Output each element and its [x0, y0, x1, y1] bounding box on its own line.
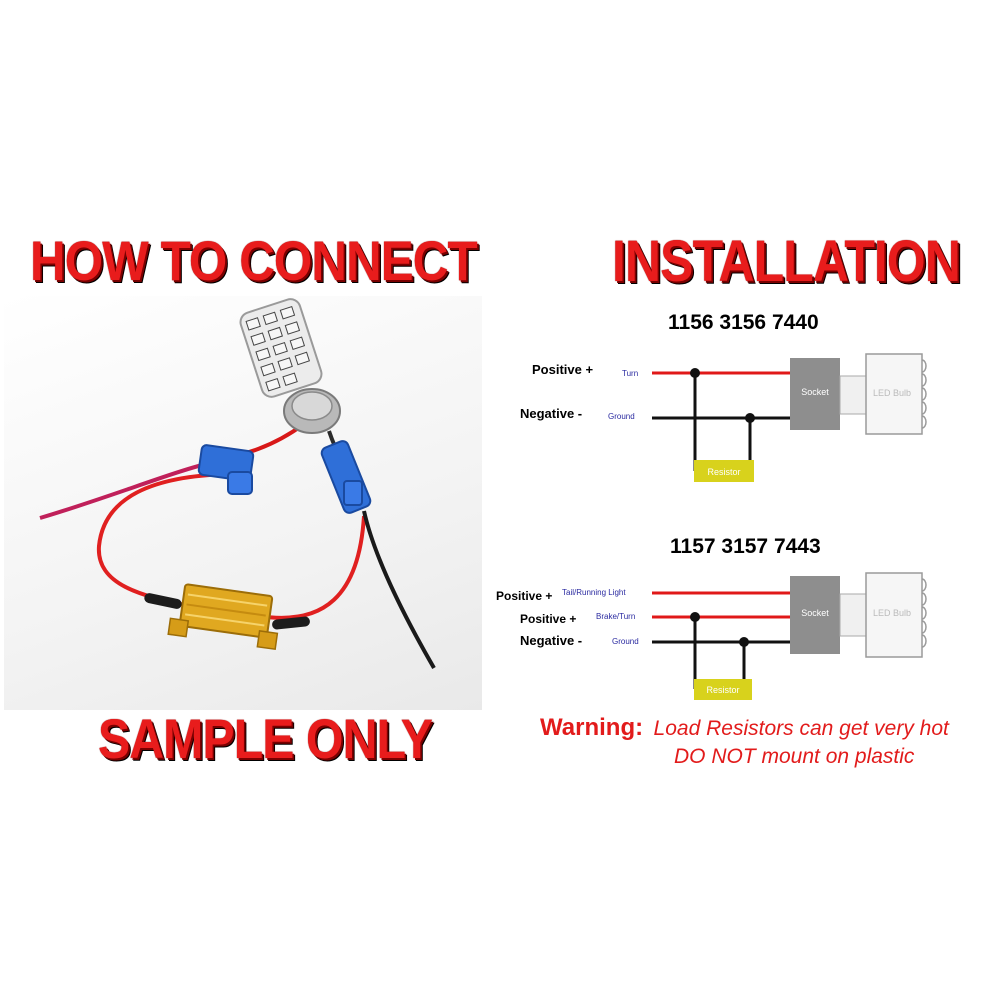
- gold-load-resistor: [167, 583, 279, 651]
- bulb-socket-ring: [291, 391, 333, 421]
- diagram1-ground-wire: Ground: [608, 412, 635, 421]
- warning-label: Warning:: [540, 714, 644, 741]
- diagram2-junction-ground: [739, 637, 749, 647]
- diagram2-models: 1157 3157 7443: [670, 535, 821, 558]
- installation-heading: INSTALLATION: [612, 229, 961, 294]
- diagram2-socket-label: Socket: [801, 608, 829, 618]
- warning-notice: Warning: Load Resistors can get very hot…: [540, 714, 949, 768]
- sample-only-heading: SAMPLE ONLY: [98, 707, 433, 770]
- diagram2-resistor-label: Resistor: [706, 685, 739, 695]
- diagram1-socket-label: Socket: [801, 387, 829, 397]
- blue-tap-connector-left: [197, 444, 255, 495]
- diagram1-socket: [790, 358, 840, 430]
- diagram2-bulb-bumps: [921, 578, 927, 648]
- heat-shrink-left: [144, 593, 182, 609]
- red-resistor-loop: [96, 472, 230, 608]
- red-resistor-return: [258, 515, 366, 620]
- diagram2-resistor-box: [694, 679, 752, 700]
- wiring-harness-illustration: [39, 298, 436, 669]
- diagram2-tail-wire: Tail/Running Light: [562, 588, 626, 597]
- diagram1-bulb-label: LED Bulb: [873, 388, 911, 398]
- diagram1-negative-label: Negative -: [520, 406, 582, 421]
- diagram1-turn-wire: Turn: [622, 369, 638, 378]
- diagram2-socket-neck: [839, 593, 867, 637]
- diagram2-led-bulb: [865, 572, 923, 658]
- product-photo: [4, 296, 482, 710]
- warning-line-1: Load Resistors can get very hot: [653, 717, 949, 740]
- how-to-connect-heading: HOW TO CONNECT: [30, 229, 478, 292]
- diagram1-led-bulb: [865, 353, 923, 435]
- wiring-diagrams: 1156 3156 7440 Positive + Negative - Tur…: [496, 311, 927, 700]
- diagram2-socket: [790, 576, 840, 654]
- installation-diagram: 1156 3156 7440 Positive + Negative - Tur…: [488, 296, 1000, 716]
- diagram1-junction-turn: [690, 368, 700, 378]
- diagram2-negative-label: Negative -: [520, 633, 582, 648]
- blue-tap-connector-right: [320, 440, 372, 514]
- diagram1-junction-ground: [745, 413, 755, 423]
- diagram2-brake-wire: Brake/Turn: [596, 612, 635, 621]
- diagram1-resistor-box: [694, 460, 754, 482]
- diagram2-junction-brake: [690, 612, 700, 622]
- diagram1-positive-label: Positive +: [532, 362, 593, 377]
- led-chips: [245, 306, 310, 392]
- diagram1-resistor-label: Resistor: [707, 467, 740, 477]
- diagram2-positive-label-2: Positive +: [520, 612, 576, 626]
- diagram1-models: 1156 3156 7440: [668, 311, 819, 334]
- diagram1-socket-neck: [839, 375, 867, 415]
- diagram2-ground-wire: Ground: [612, 637, 639, 646]
- black-wire-lead: [362, 510, 436, 669]
- diagram1-bulb-bumps: [921, 359, 927, 429]
- diagram2-bulb-label: LED Bulb: [873, 608, 911, 618]
- red-wire-left-lead: [39, 460, 215, 520]
- warning-line-2: DO NOT mount on plastic: [674, 745, 915, 768]
- diagram2-positive-label-1: Positive +: [496, 589, 552, 603]
- heat-shrink-right: [272, 616, 310, 630]
